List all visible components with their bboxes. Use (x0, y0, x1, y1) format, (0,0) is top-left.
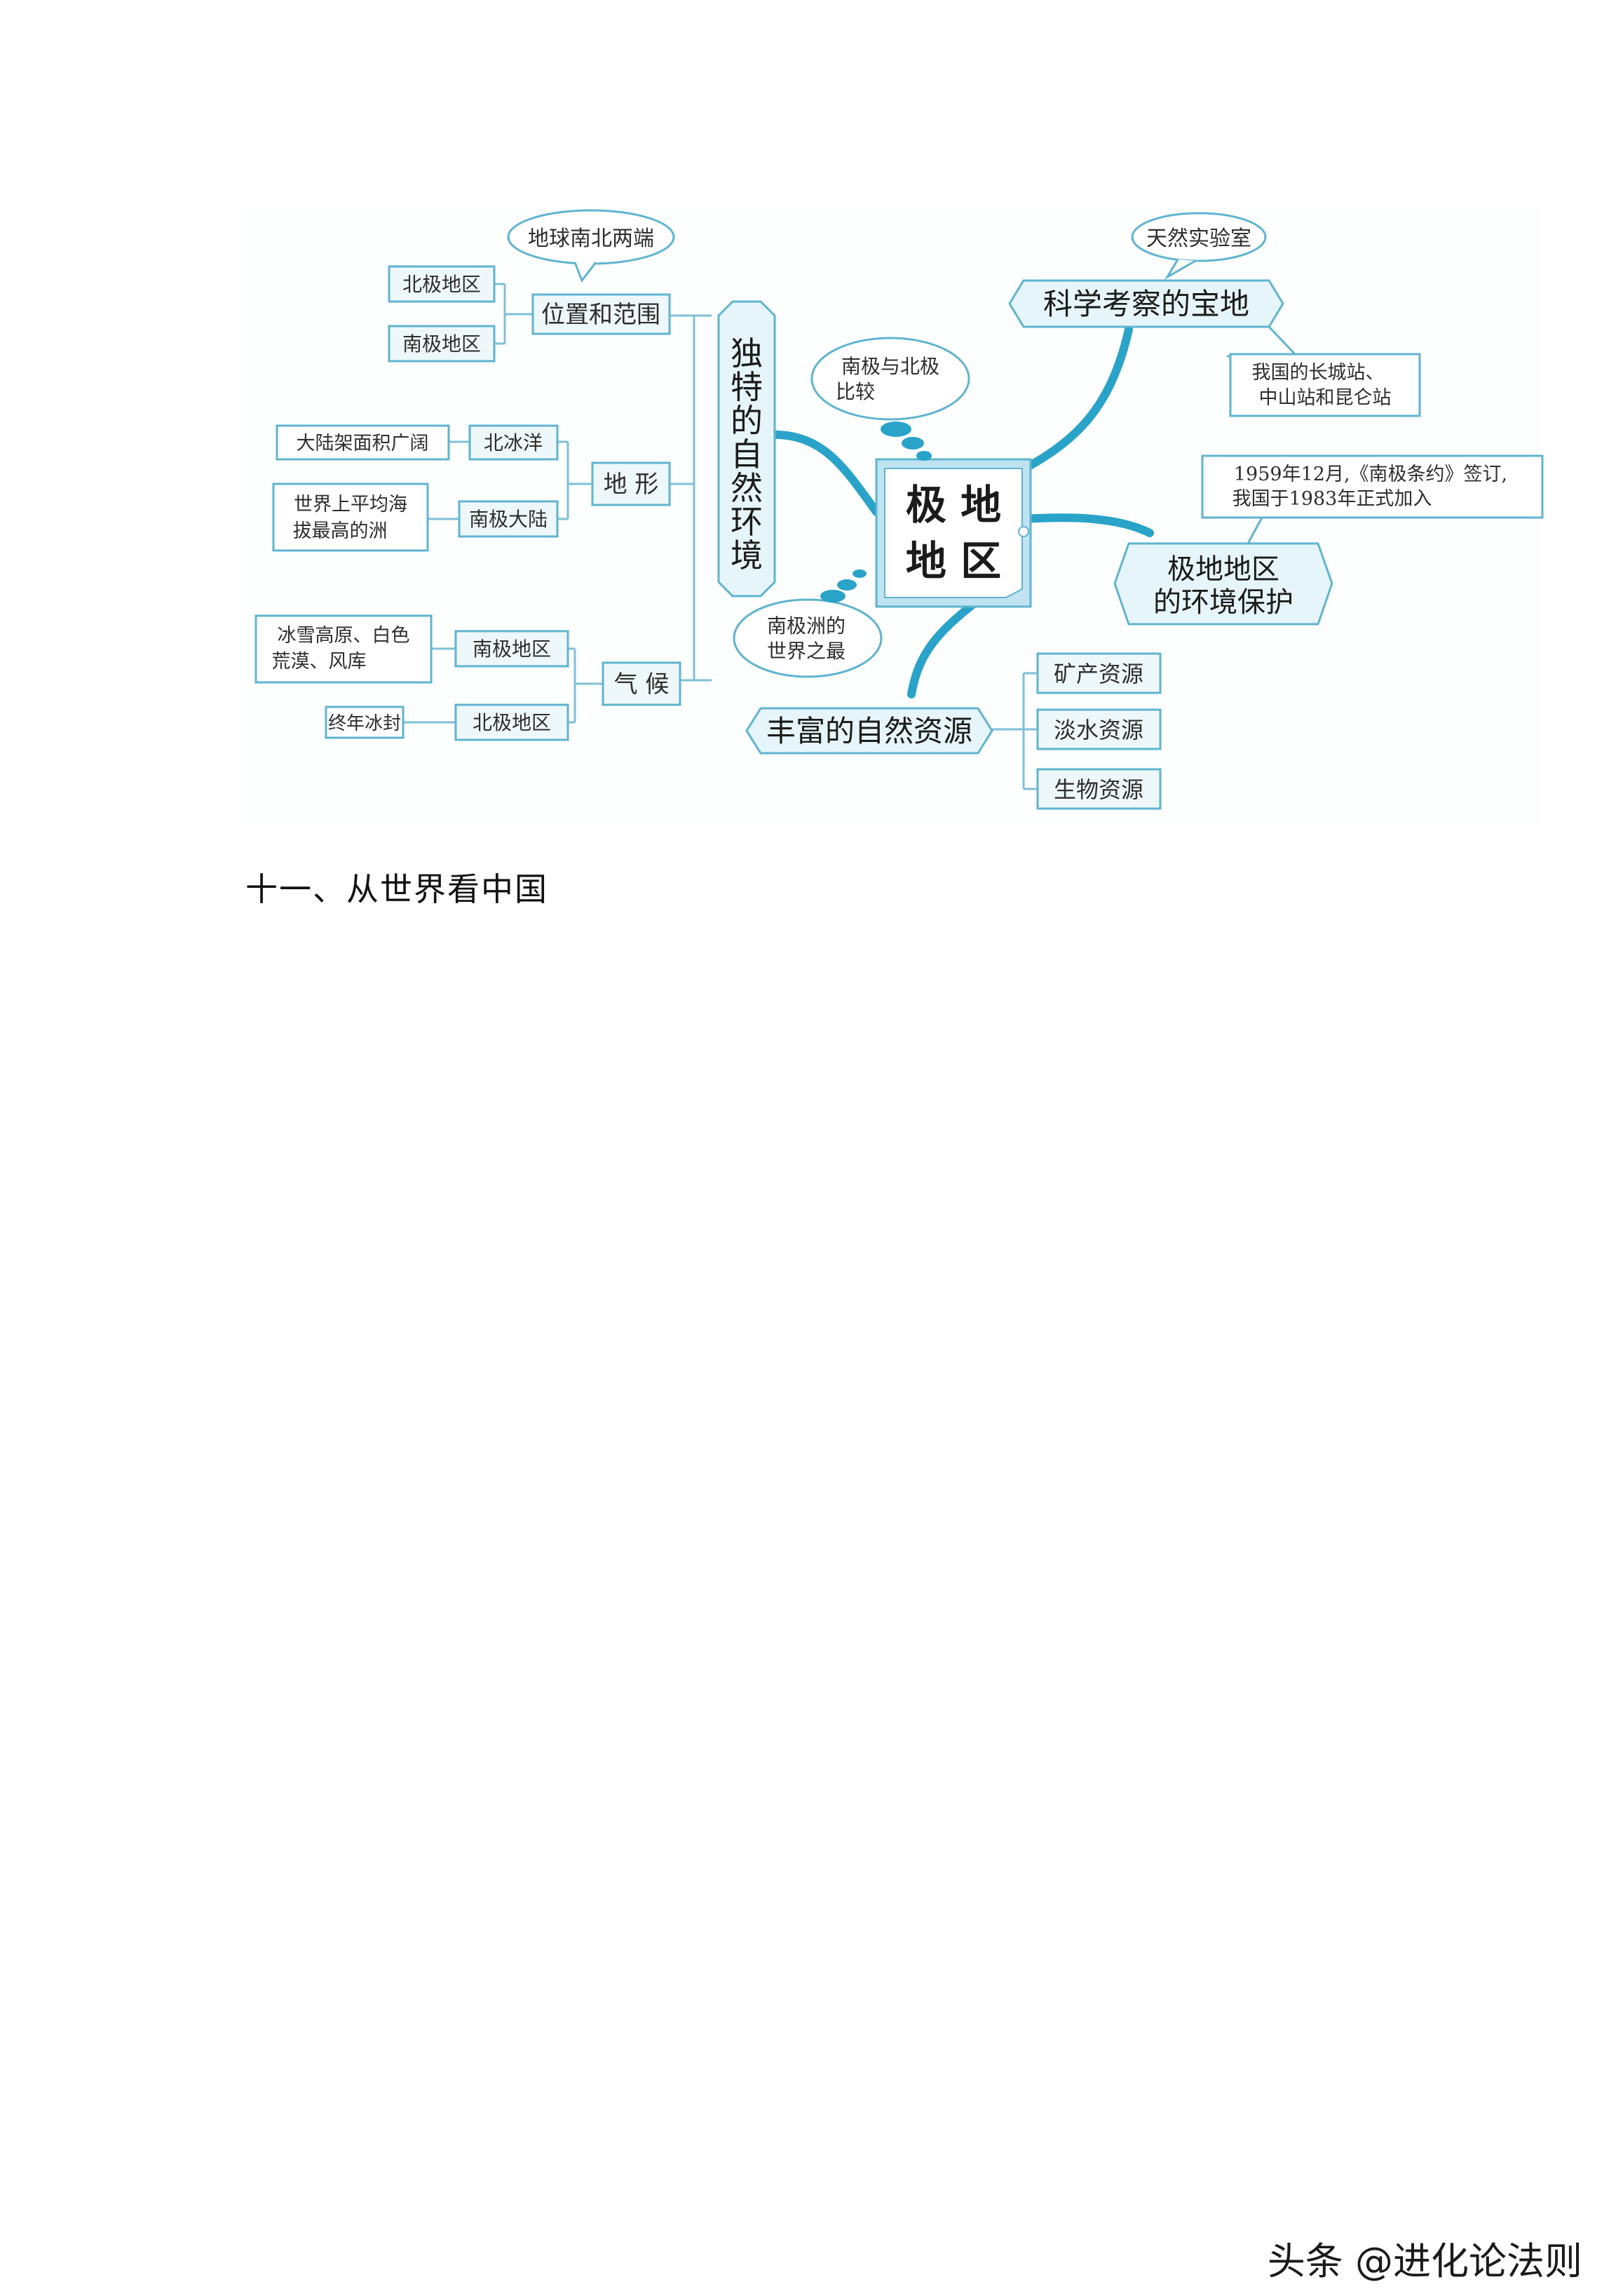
science-node: 天然实验室 科学考察的宝地 我国的长城站、 中山站和昆仑站 (1008, 212, 1421, 417)
bubble-compare-line2: 比较 (836, 380, 875, 403)
climate-detail: 冰雪高原、白色 (278, 625, 410, 647)
center-node: 极 地 地 区 (875, 458, 1032, 608)
natural-environment-banner: 独 特 的 自 然 环 境 (717, 300, 776, 597)
climate-node: 气 候 南极地区 冰雪高原、白色 荒漠、风库 北极地区 终年冰封 (254, 614, 681, 741)
bracket-lines-left (403, 283, 712, 724)
terrain-item: 北冰洋 (484, 431, 543, 454)
banner-char: 境 (731, 536, 763, 574)
bubble-records-line1: 南极洲的 (767, 614, 846, 637)
protection-node: 1959年12月,《南极条约》签订, 我国于1983年正式加入 极地地区 的环境… (1113, 454, 1544, 626)
climate-detail: 荒漠、风库 (272, 651, 367, 673)
center-title-line2: 地 区 (906, 537, 1001, 585)
terrain-node: 地 形 北冰洋 大陆架面积广阔 南极大陆 世界上平均海 拔最高的洲 (272, 424, 671, 552)
position-child: 南极地区 (402, 332, 481, 356)
section-heading: 十一、从世界看中国 (245, 870, 548, 908)
banner-char: 环 (731, 503, 763, 541)
resources-node: 丰富的自然资源 矿产资源 淡水资源 生物资源 (745, 652, 1162, 810)
climate-item: 北极地区 (473, 711, 551, 734)
bubble-records: 南极洲的 世界之最 (733, 569, 883, 678)
climate-detail: 终年冰封 (328, 713, 401, 734)
banner-char: 的 (731, 402, 763, 440)
terrain-label: 地 形 (604, 471, 659, 499)
science-label: 科学考察的宝地 (1043, 287, 1249, 321)
banner-char: 特 (731, 368, 763, 406)
resources-item: 生物资源 (1054, 776, 1143, 803)
bubble-compare-line1: 南极与北极 (841, 355, 939, 378)
bubble-records-line2: 世界之最 (767, 640, 846, 663)
position-child: 北极地区 (402, 273, 481, 296)
protection-note: 1959年12月,《南极条约》签订, (1234, 464, 1507, 485)
bracket-lines-resources (992, 672, 1038, 790)
terrain-detail: 大陆架面积广阔 (297, 433, 429, 454)
science-note-side: 我国的长城站、 (1252, 362, 1385, 384)
protection-label: 的环境保护 (1153, 586, 1293, 619)
science-note-top: 天然实验室 (1146, 227, 1251, 251)
climate-item: 南极地区 (473, 637, 551, 661)
banner-char: 自 (731, 435, 763, 473)
science-note-side: 中山站和昆仑站 (1259, 387, 1392, 409)
resources-label: 丰富的自然资源 (766, 714, 972, 748)
protection-note: 我国于1983年正式加入 (1232, 488, 1432, 510)
terrain-item: 南极大陆 (469, 508, 548, 531)
resources-item: 淡水资源 (1054, 717, 1143, 743)
center-title-line1: 极 地 (906, 481, 1001, 529)
polar-mindmap: .lbl { font-family: "DejaVu Serif", "Lib… (245, 207, 1544, 824)
bubble-compare: 南极与北极 比较 (810, 337, 970, 461)
terrain-detail: 拔最高的洲 (293, 520, 388, 542)
position-label: 位置和范围 (541, 301, 660, 329)
position-note: 地球南北两端 (528, 227, 654, 251)
banner-char: 然 (731, 469, 763, 507)
climate-label: 气 候 (614, 670, 670, 698)
terrain-detail: 世界上平均海 (294, 494, 407, 515)
banner-char: 独 (731, 335, 763, 372)
position-node: 地球南北两端 位置和范围 北极地区 南极地区 (388, 209, 675, 363)
watermark: 头条 @进化论法则 (1267, 2239, 1582, 2283)
resources-item: 矿产资源 (1054, 661, 1143, 687)
protection-label: 极地地区 (1167, 553, 1279, 586)
